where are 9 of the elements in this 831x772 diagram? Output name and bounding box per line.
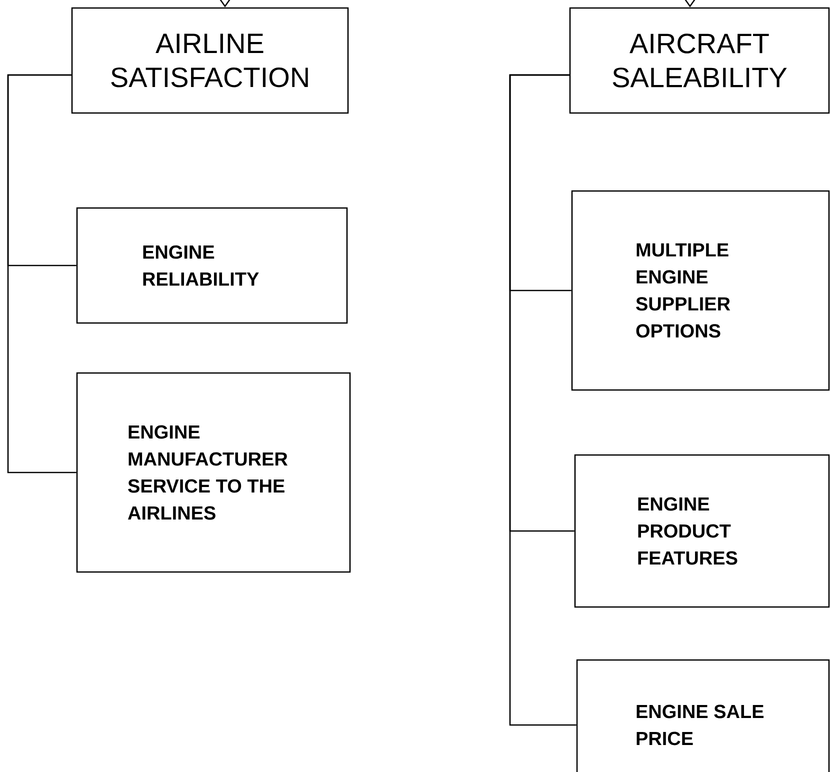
factor-box: ENGINE PRODUCT FEATURES (574, 454, 830, 608)
factor-box: MULTIPLE ENGINE SUPPLIER OPTIONS (571, 190, 830, 391)
factor-box: ENGINE MANUFACTURER SERVICE TO THE AIRLINES (76, 372, 351, 573)
connector-line (7, 74, 76, 474)
factor-box: ENGINE SALE PRICE (576, 659, 830, 772)
heading-box: AIRCRAFT SALEABILITY (569, 7, 830, 114)
heading-box: AIRLINE SATISFACTION (71, 7, 349, 114)
factor-box: ENGINE RELIABILITY (76, 207, 348, 324)
connector-line (509, 74, 576, 726)
